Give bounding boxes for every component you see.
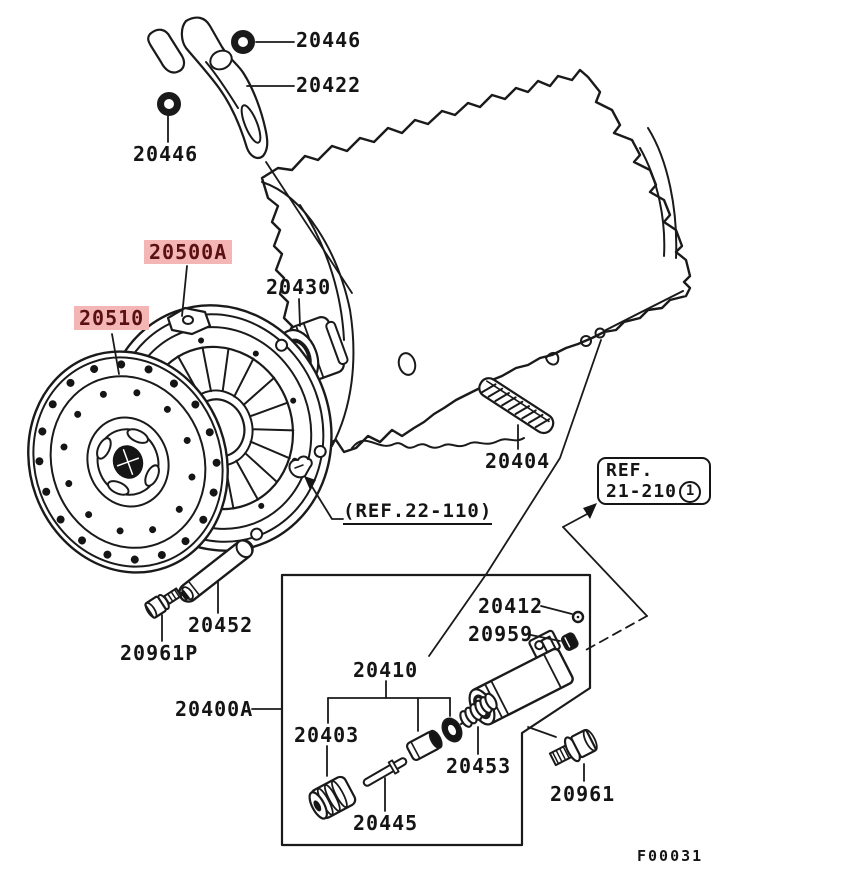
part-label-20452[interactable]: 20452 — [188, 613, 254, 637]
ref-21-210-line1: REF. — [606, 460, 654, 481]
part-label-20446-top[interactable]: 20446 — [296, 28, 362, 52]
oring-left-drawing — [157, 92, 181, 116]
part-label-20500A-highlighted[interactable]: 20500A — [144, 240, 233, 264]
fitting-20959-drawing — [560, 632, 579, 651]
release-fork-drawing — [147, 16, 269, 160]
part-label-20959[interactable]: 20959 — [468, 622, 534, 646]
inset-leader-lines — [326, 605, 585, 812]
spring-20453-drawing — [459, 692, 498, 728]
ref21-arrow — [583, 503, 597, 519]
pushrod-20452-drawing — [178, 539, 254, 603]
part-label-20412[interactable]: 20412 — [478, 594, 544, 618]
seal-washer-drawing — [441, 717, 463, 743]
clutch-cover-tab — [166, 306, 212, 336]
part-label-20453[interactable]: 20453 — [446, 754, 512, 778]
ring-20412-drawing — [571, 610, 585, 624]
part-label-20510-highlighted[interactable]: 20510 — [74, 306, 150, 330]
clutch-disc-drawing — [27, 350, 229, 574]
part-label-20445[interactable]: 20445 — [353, 811, 419, 835]
ref-21-210-box[interactable]: REF. 21-210 1 — [597, 457, 711, 505]
rod-20445-drawing — [362, 757, 408, 787]
boot-20403-drawing — [308, 775, 357, 820]
bolt-20961p-drawing — [144, 587, 183, 619]
piston-20410-drawing — [405, 729, 443, 762]
part-label-20403[interactable]: 20403 — [294, 723, 360, 747]
ref-21-210-line2: 21-210 — [606, 481, 678, 502]
ref-22-110-link[interactable]: (REF.22-110) — [343, 500, 493, 525]
part-label-20410[interactable]: 20410 — [353, 658, 419, 682]
ref22-arrow — [304, 476, 316, 490]
part-label-20446-left[interactable]: 20446 — [133, 142, 199, 166]
pin-ref22-drawing — [288, 455, 313, 479]
inset-box — [280, 573, 592, 847]
part-label-20430[interactable]: 20430 — [266, 275, 332, 299]
part-label-20404[interactable]: 20404 — [485, 449, 551, 473]
bolt-20961-drawing — [548, 728, 598, 767]
leader-lines — [111, 41, 648, 738]
circled-1-badge: 1 — [679, 481, 702, 503]
protector-20404-drawing — [478, 377, 555, 435]
oring-top-drawing — [231, 30, 255, 54]
figure-code: F00031 — [637, 847, 704, 865]
part-label-20422[interactable]: 20422 — [296, 73, 362, 97]
part-label-20961[interactable]: 20961 — [550, 782, 616, 806]
clutch-cover-tab-hole — [182, 315, 194, 325]
part-label-20961P[interactable]: 20961P — [120, 641, 199, 665]
part-label-20400A[interactable]: 20400A — [175, 697, 254, 721]
